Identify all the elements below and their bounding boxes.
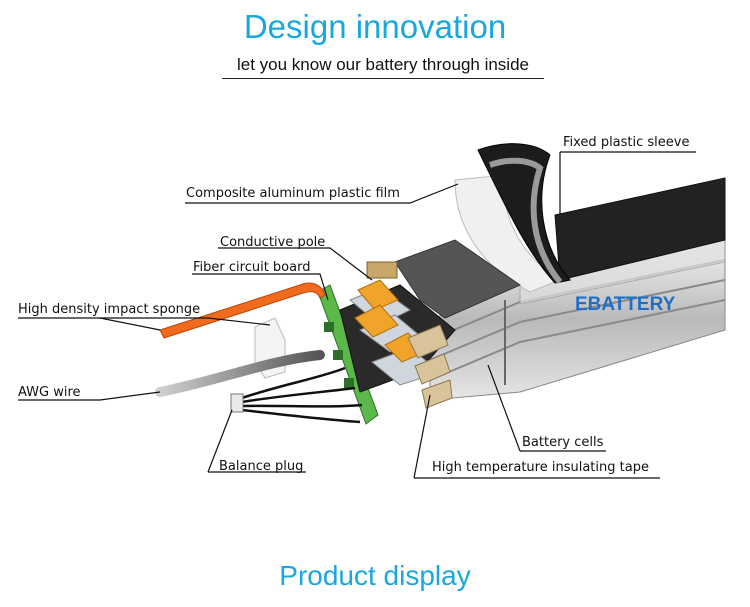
label-balance-plug: Balance plug [219,459,303,474]
label-impact-sponge: High density impact sponge [18,302,200,317]
battery-cell-stack [429,239,726,401]
label-awg-wire: AWG wire [18,385,81,400]
section-title-product-display: Product display [279,560,471,591]
label-conductive-pole: Conductive pole [220,235,325,250]
label-fixed-plastic-sleeve: Fixed plastic sleeve [563,135,689,150]
label-composite-film: Composite aluminum plastic film [186,186,400,201]
awg-wire [155,350,325,397]
brand-text: EBATTERY [575,294,676,315]
fixed-plastic-sleeve [477,143,571,284]
conductive-tabs [354,261,426,363]
page-title: Design innovation [243,8,507,45]
insulating-tapes [407,324,453,409]
label-battery-cells: Battery cells [522,435,604,450]
leader-lines [18,151,696,479]
top-black-plate [554,177,726,281]
impact-sponge-bar [159,282,326,339]
page-subtitle: let you know our battery through inside [222,55,544,79]
separator-sheet [394,239,522,319]
balance-wires [241,366,363,424]
label-fiber-circuit-board: Fiber circuit board [193,260,310,275]
balance-plug-connector [230,393,244,413]
label-insulating-tape: High temperature insulating tape [432,460,649,475]
